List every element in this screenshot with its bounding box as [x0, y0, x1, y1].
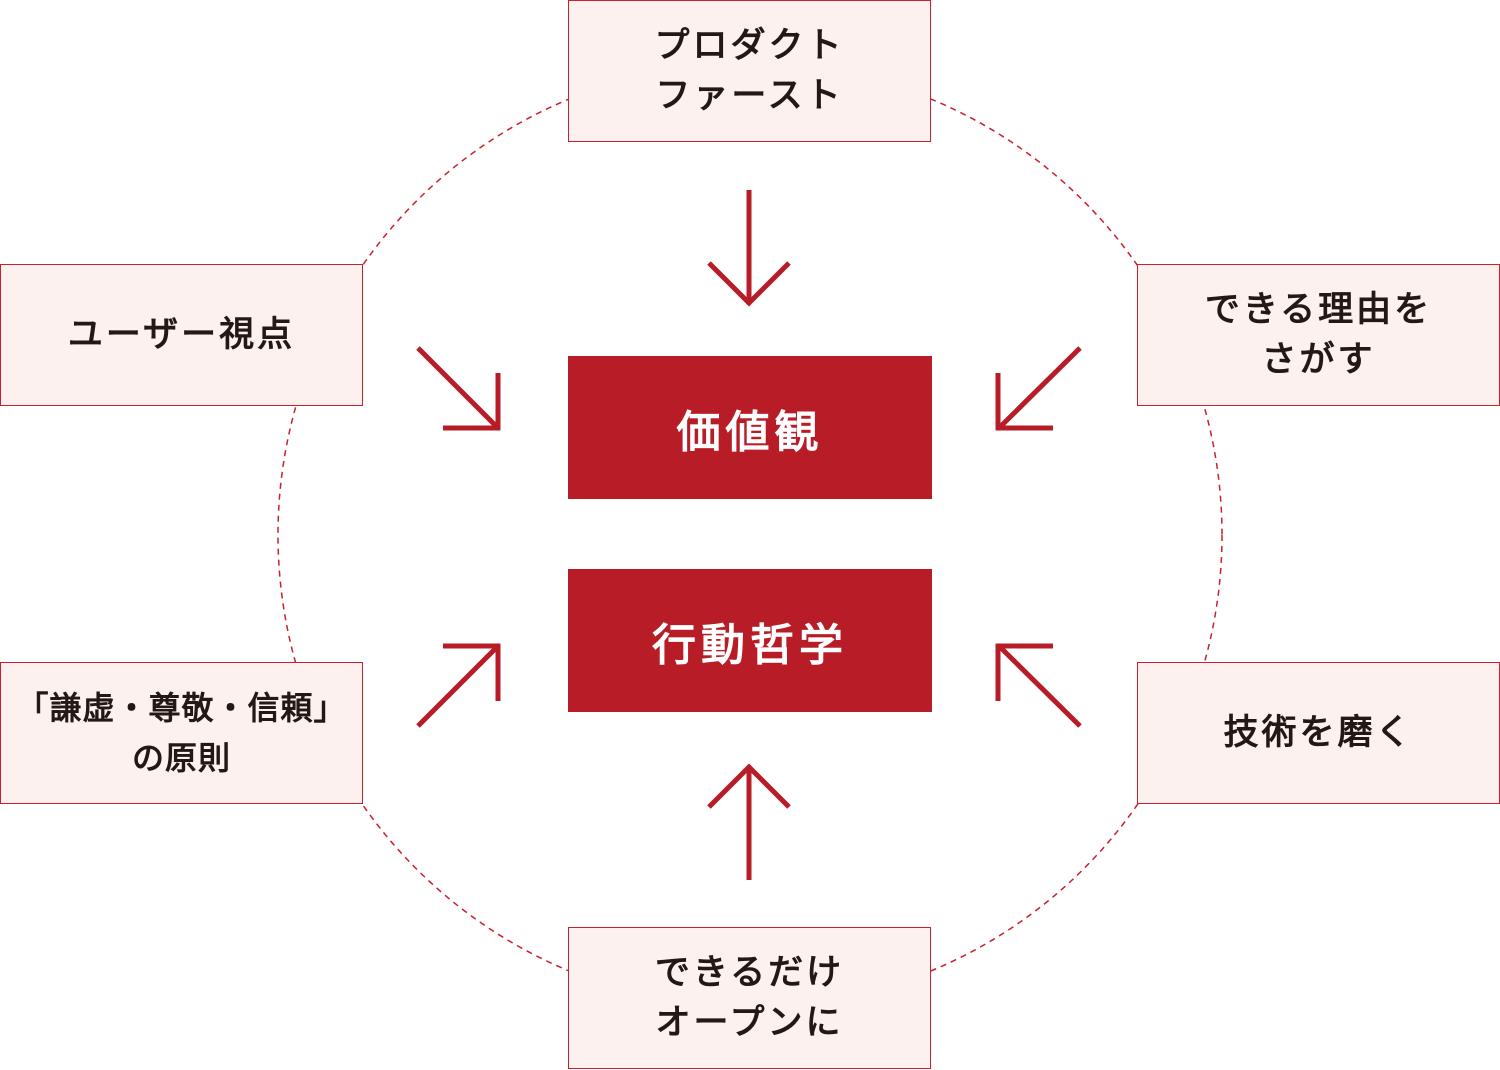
principle-product-first: プロダクト ファースト	[568, 0, 931, 142]
principle-hrt: 「謙虚・尊敬・信頼」 の原則	[0, 662, 363, 804]
arrow-down-right-icon	[416, 346, 501, 431]
core-philosophy: 行動哲学	[568, 569, 932, 712]
principle-hone-skills: 技術を磨く	[1137, 662, 1500, 804]
principle-user-perspective: ユーザー視点	[0, 264, 363, 406]
arrow-up-left-icon	[995, 643, 1082, 728]
principle-be-open: できるだけ オープンに	[568, 927, 931, 1069]
arrow-down-left-icon	[995, 346, 1082, 431]
arrow-up-right-icon	[416, 643, 501, 728]
arrow-up-icon	[707, 763, 791, 880]
arrow-down-icon	[707, 190, 791, 307]
principle-find-reasons: できる理由を さがす	[1137, 264, 1500, 406]
core-values: 価値観	[568, 356, 932, 499]
